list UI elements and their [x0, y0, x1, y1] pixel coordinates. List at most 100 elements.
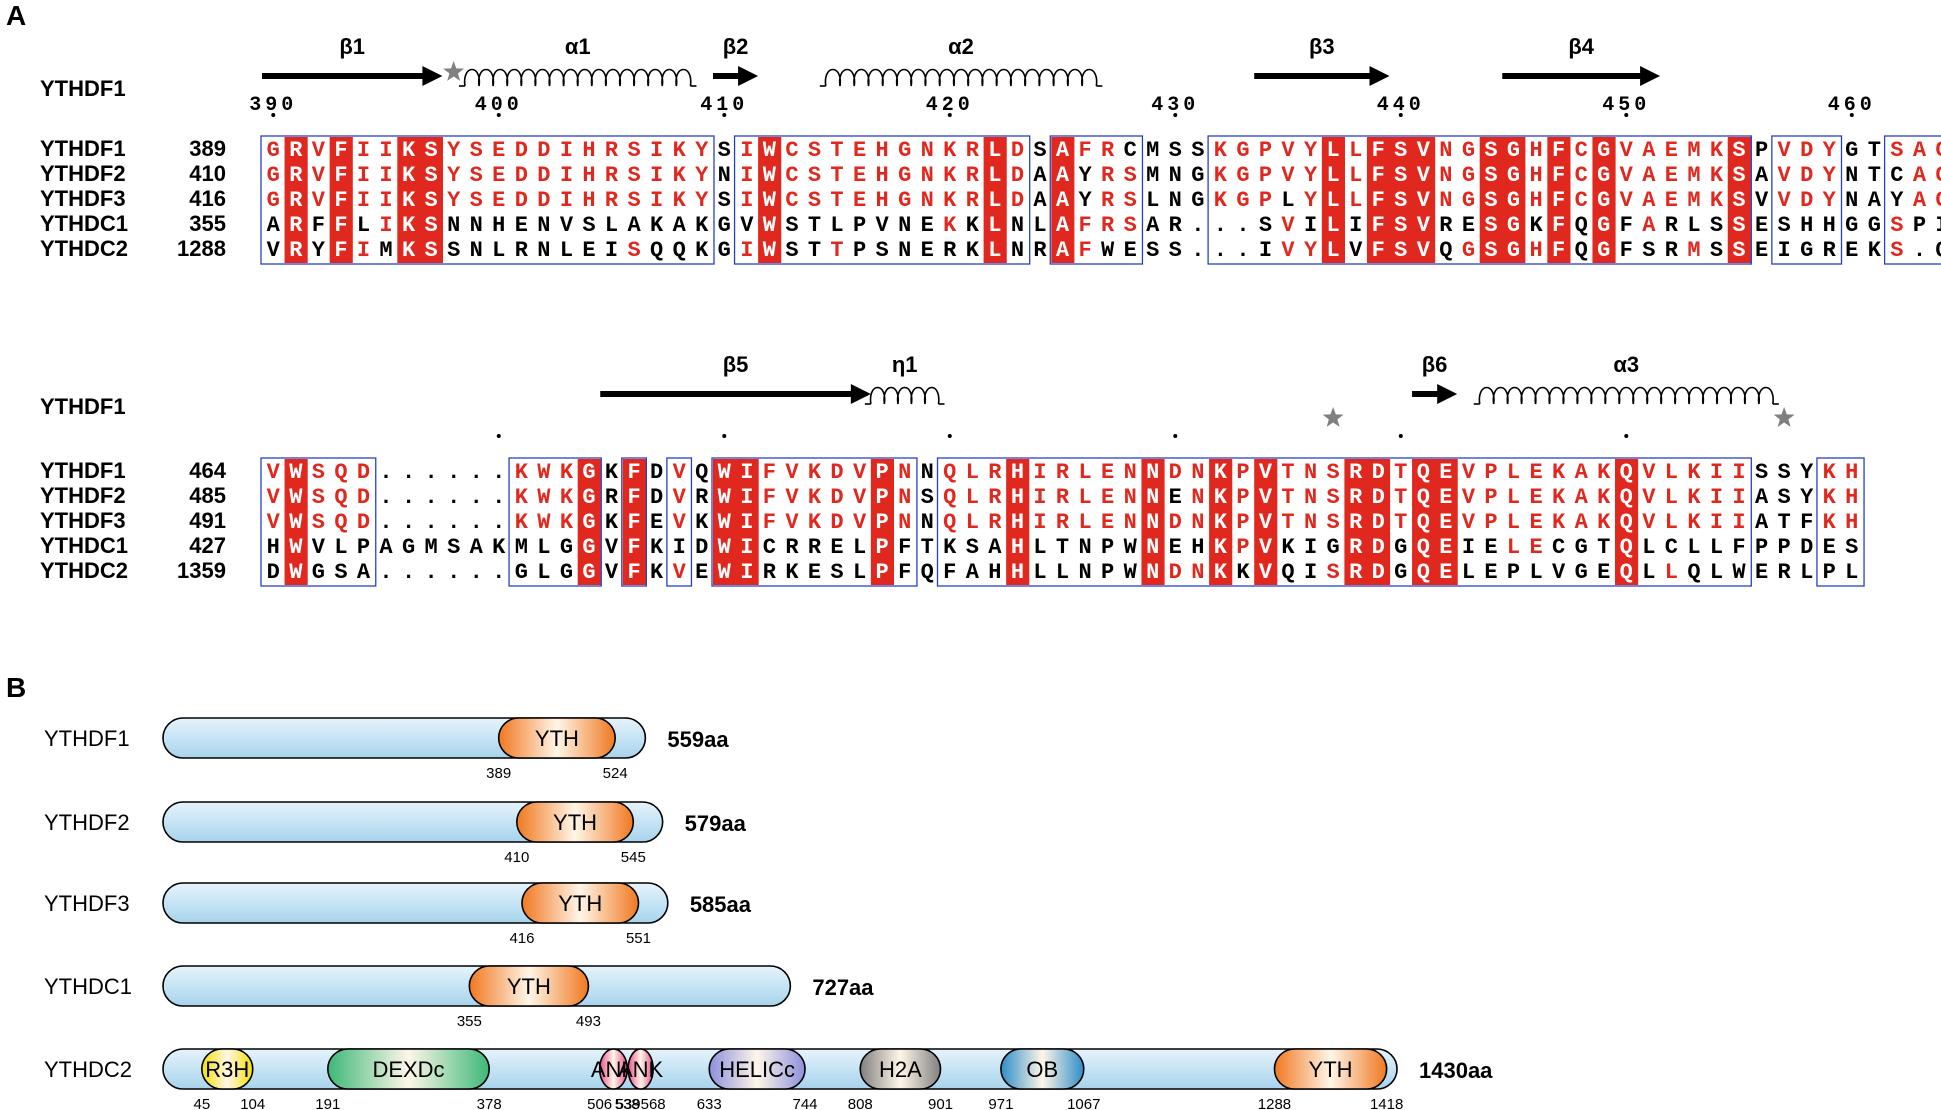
residue: I: [357, 188, 370, 213]
domain-label: H2A: [879, 1057, 922, 1082]
residue: Q: [1620, 460, 1633, 485]
residue: F: [1372, 138, 1385, 163]
residue: K: [515, 485, 529, 510]
residue: R: [289, 188, 303, 213]
residue: D: [1372, 510, 1385, 535]
residue: G: [1935, 138, 1941, 163]
sequence-name: YTHDF2: [40, 483, 126, 508]
residue: G: [1507, 188, 1520, 213]
residue: D: [537, 188, 550, 213]
domain-end: 104: [240, 1096, 265, 1110]
residue: .: [402, 560, 415, 585]
residue: Q: [943, 460, 956, 485]
residue: E: [695, 560, 708, 585]
ruler-dot: [496, 113, 501, 117]
residue: E: [1665, 163, 1678, 188]
residue: S: [1033, 138, 1046, 163]
residue: T: [1056, 535, 1069, 560]
residue: R: [1823, 238, 1837, 263]
residue: V: [1259, 485, 1273, 510]
residue: W: [289, 560, 303, 585]
residue: F: [1552, 163, 1565, 188]
residue: S: [1890, 238, 1903, 263]
residue: G: [1868, 213, 1881, 238]
residue: A: [627, 213, 641, 238]
residue: V: [853, 510, 867, 535]
residue: N: [1191, 460, 1204, 485]
protein-name: YTHDF3: [44, 891, 130, 916]
residue: V: [876, 213, 890, 238]
residue: V: [267, 238, 281, 263]
residue: G: [898, 188, 911, 213]
residue: D: [1169, 510, 1182, 535]
residue: .: [1191, 213, 1204, 238]
residue: Y: [447, 138, 461, 163]
residue: G: [1236, 188, 1249, 213]
residue: W: [718, 560, 732, 585]
residue: V: [312, 188, 326, 213]
residue: K: [966, 238, 980, 263]
residue: F: [627, 510, 640, 535]
residue: Y: [1078, 163, 1092, 188]
identity-highlight: [1547, 137, 1571, 263]
residue: R: [1056, 485, 1070, 510]
residue: G: [1507, 213, 1520, 238]
residue: R: [1033, 238, 1047, 263]
residue: Q: [1417, 485, 1430, 510]
residue: H: [1529, 188, 1542, 213]
sequence-start: 491: [189, 508, 226, 533]
residue: V: [267, 485, 281, 510]
residue: W: [537, 510, 551, 535]
residue: G: [1800, 238, 1813, 263]
ruler-dot: [722, 434, 727, 438]
residue: G: [402, 535, 415, 560]
residue: S: [1327, 485, 1340, 510]
domain-end: 493: [576, 1013, 601, 1030]
residue: S: [808, 188, 821, 213]
residue: R: [966, 163, 980, 188]
residue: K: [1597, 510, 1611, 535]
protein-name: YTHDC2: [44, 1057, 132, 1082]
domain-start: 45: [193, 1096, 210, 1110]
residue: P: [1101, 560, 1114, 585]
residue: N: [537, 213, 550, 238]
residue: K: [966, 213, 980, 238]
residue: S: [1146, 238, 1159, 263]
residue: I: [357, 138, 370, 163]
residue: F: [627, 535, 640, 560]
residue: R: [988, 460, 1002, 485]
residue: L: [560, 238, 573, 263]
residue: C: [785, 138, 798, 163]
residue: R: [1101, 138, 1115, 163]
residue: H: [1191, 535, 1204, 560]
residue: Y: [1304, 138, 1318, 163]
residue: G: [582, 560, 595, 585]
residue: E: [1439, 510, 1452, 535]
ruler-number: 420: [926, 94, 974, 117]
protein-length: 585aa: [690, 892, 752, 917]
sequence-start: 464: [189, 458, 226, 483]
identity-highlight: [735, 459, 759, 585]
domain-end: 568: [641, 1096, 666, 1110]
residue: P: [1259, 163, 1272, 188]
residue: D: [537, 138, 550, 163]
sequence-name: YTHDC2: [40, 558, 128, 583]
residue: M: [379, 238, 392, 263]
residue: H: [1529, 138, 1542, 163]
residue: D: [1169, 560, 1182, 585]
identity-highlight: [1389, 137, 1413, 263]
residue: L: [1349, 138, 1362, 163]
residue: D: [515, 188, 528, 213]
residue: I: [740, 460, 753, 485]
residue: N: [1304, 485, 1317, 510]
residue: N: [921, 138, 934, 163]
residue: V: [1417, 188, 1431, 213]
residue: E: [1755, 213, 1768, 238]
residue: R: [1349, 510, 1363, 535]
residue: P: [1484, 510, 1497, 535]
domain-start: 1288: [1258, 1096, 1291, 1110]
residue: T: [921, 535, 934, 560]
residue: V: [1642, 460, 1656, 485]
residue: P: [1778, 535, 1791, 560]
